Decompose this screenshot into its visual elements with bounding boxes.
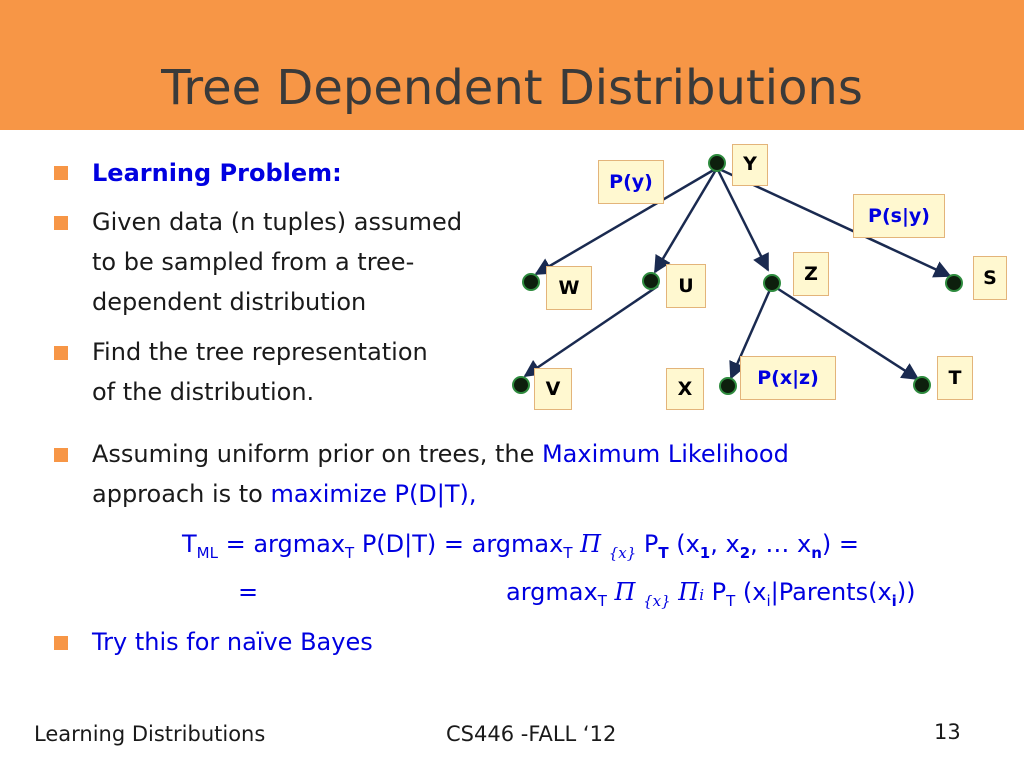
formula-tml: TML = argmaxT P(D|T) = argmaxT Π {x} PT … (182, 532, 859, 561)
text: approach is to (92, 480, 271, 508)
formula-sub: T (658, 543, 669, 562)
bullet-learning-problem: Learning Problem: (92, 159, 342, 187)
formula-sub: n (811, 543, 822, 562)
bullet-given-data-line2: to be sampled from a tree- (92, 248, 415, 276)
formula-text: (x (668, 530, 700, 558)
product-symbol: Π (678, 578, 700, 606)
bullet-marker (54, 166, 68, 180)
formula-sub: ML (196, 543, 218, 562)
formula-argmax-parents: argmaxT Π {x} Πi PT (xi|Parents(xi)) (506, 580, 916, 609)
bullet-given-data-line3: dependent distribution (92, 288, 367, 316)
formula-sub: 1 (699, 543, 711, 562)
node-label-s: S (973, 256, 1007, 300)
bullet-marker (54, 216, 68, 230)
bullet-assuming-line1: Assuming uniform prior on trees, the Max… (92, 442, 789, 466)
bullet-assuming-line2: approach is to maximize P(D|T), (92, 482, 477, 506)
formula-index: i (699, 586, 705, 604)
formula-set: {x} (643, 591, 671, 610)
prob-label-psy: P(s|y) (853, 194, 945, 238)
bullet-find-tree-line2: of the distribution. (92, 378, 315, 406)
formula-text: )) (896, 578, 916, 606)
node-s (945, 274, 963, 292)
formula-sub: T (597, 591, 607, 610)
node-v (512, 376, 530, 394)
edge-y-u (653, 167, 719, 274)
edge-u-v (523, 284, 659, 378)
formula-sub: 2 (739, 543, 751, 562)
edge-z-t (771, 283, 920, 381)
bullet-marker (54, 636, 68, 650)
formula-text: = argmax (217, 530, 346, 558)
page-number: 13 (934, 720, 961, 744)
node-label-t: T (937, 356, 973, 400)
formula-text: P (636, 530, 659, 558)
node-w (522, 273, 540, 291)
node-t (913, 376, 931, 394)
node-label-w: W (546, 266, 592, 310)
edge-z-x (729, 284, 774, 380)
footer-left: Learning Distributions (34, 722, 266, 746)
formula-set: {x} (608, 543, 637, 562)
prob-label-pxz: P(x|z) (740, 356, 836, 400)
bullet-marker (54, 448, 68, 462)
title-banner (0, 0, 1024, 130)
edge-y-s (716, 166, 952, 278)
tree-nodes (512, 154, 963, 395)
highlight-maximize: maximize P(D|T), (270, 480, 477, 508)
node-label-u: U (666, 264, 706, 308)
tree-edges (523, 166, 952, 381)
node-label-y: Y (732, 144, 768, 186)
prob-label-py: P(y) (598, 160, 664, 204)
node-label-v: V (534, 368, 572, 410)
product-symbol: Π (580, 530, 602, 558)
formula-sub: i (766, 591, 771, 610)
formula-text: P(D|T) = argmax (354, 530, 564, 558)
formula-text: , x (710, 530, 740, 558)
node-u (642, 272, 660, 290)
highlight-max-likelihood: Maximum Likelihood (541, 440, 789, 468)
formula-text: P (704, 578, 727, 606)
bullet-marker (54, 346, 68, 360)
edge-y-w (534, 166, 718, 276)
bullet-naive-bayes: Try this for naïve Bayes (92, 628, 373, 656)
formula-eq-line2: = (238, 578, 259, 606)
formula-text: , … x (750, 530, 812, 558)
product-symbol: Π (614, 578, 636, 606)
formula-sub: T (563, 543, 573, 562)
node-label-x: X (666, 368, 704, 410)
formula-sub: T (726, 591, 736, 610)
formula-sub: T (345, 543, 355, 562)
bullet-find-tree-line1: Find the tree representation (92, 338, 428, 366)
text: Assuming uniform prior on trees, the (92, 440, 542, 468)
slide-title: Tree Dependent Distributions (161, 60, 863, 116)
node-z (763, 274, 781, 292)
formula-text: |Parents(x (770, 578, 892, 606)
formula-sub: i (891, 591, 897, 610)
node-y (708, 154, 726, 172)
formula-t: T (182, 530, 197, 558)
bullet-given-data-line1: Given data (n tuples) assumed (92, 208, 463, 236)
formula-text: (x (735, 578, 767, 606)
formula-text: argmax (506, 578, 598, 606)
footer-center: CS446 -FALL ‘12 (446, 722, 617, 746)
node-x (719, 377, 737, 395)
node-label-z: Z (793, 252, 829, 296)
edge-y-z (715, 167, 770, 272)
formula-text: ) = (821, 530, 860, 558)
